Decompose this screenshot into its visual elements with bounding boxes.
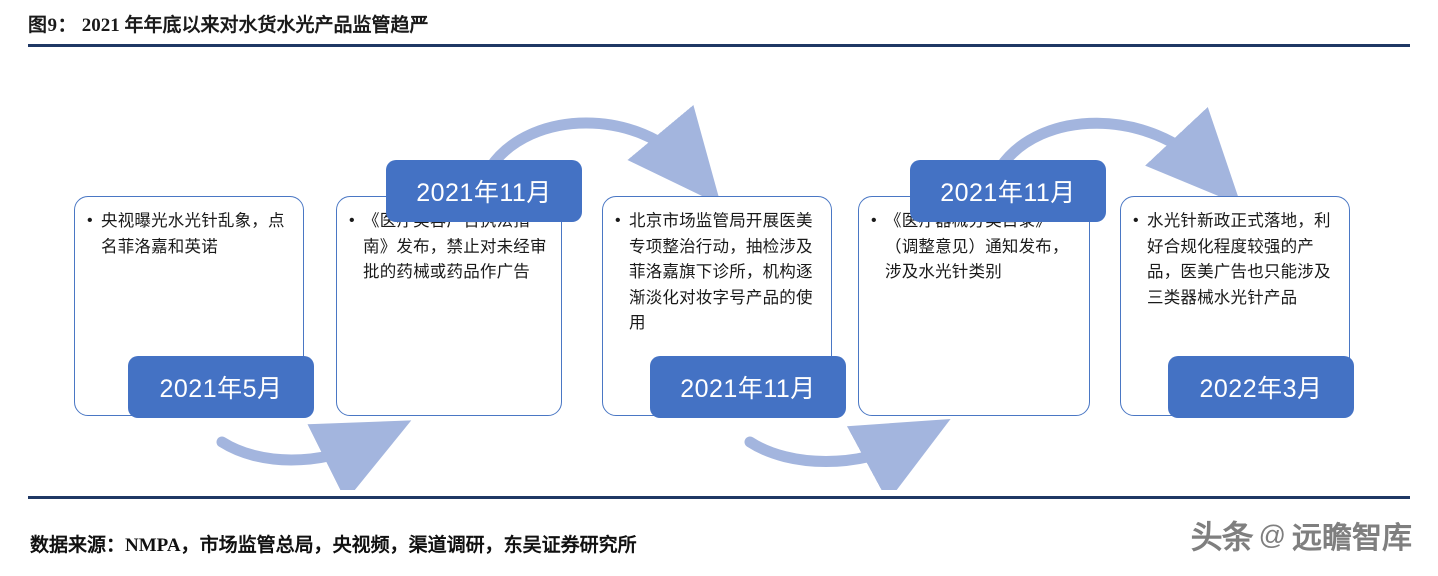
watermark-logo: 头条	[1190, 519, 1254, 555]
watermark-name: 远瞻智库	[1292, 522, 1412, 555]
figure-title-text: 2021 年年底以来对水货水光产品监管趋严	[81, 15, 429, 36]
timeline-card-5-text: 水光针新政正式落地，利好合规化程度较强的产品，医美广告也只能涉及三类器械水光针产…	[1133, 209, 1335, 311]
timeline-chip-2[interactable]: 2021年11月	[386, 160, 582, 222]
page-title: 图9： 2021 年年底以来对水货水光产品监管趋严	[28, 10, 1410, 37]
timeline-chip-5[interactable]: 2022年3月	[1168, 356, 1354, 418]
arrow-3	[744, 418, 951, 490]
watermark-at-icon: @	[1258, 519, 1286, 550]
source-divider-bottom	[28, 496, 1410, 499]
timeline-chip-4[interactable]: 2021年11月	[910, 160, 1106, 222]
figure-number: 图9：	[28, 15, 78, 36]
watermark: 头条 @ 远瞻智库	[1191, 512, 1412, 558]
timeline-card-1-text: 央视曝光水光针乱象，点名菲洛嘉和英诺	[87, 209, 289, 260]
timeline-chip-3[interactable]: 2021年11月	[650, 356, 846, 418]
arrow-1	[216, 420, 412, 490]
timeline-chip-1[interactable]: 2021年5月	[128, 356, 314, 418]
source-note: 数据来源：NMPA，市场监管总局，央视频，渠道调研，东吴证券研究所	[30, 535, 637, 556]
timeline-diagram: 央视曝光水光针乱象，点名菲洛嘉和英诺 《医疗美容广告执法指南》发布，禁止对未经审…	[0, 50, 1438, 490]
timeline-card-3-text: 北京市场监管局开展医美专项整治行动，抽检涉及菲洛嘉旗下诊所，机构逐渐淡化对妆字号…	[615, 209, 817, 337]
title-divider-top	[28, 44, 1410, 47]
timeline-card-4: 《医疗器械分类目录》（调整意见）通知发布，涉及水光针类别	[858, 196, 1090, 416]
timeline-card-2: 《医疗美容广告执法指南》发布，禁止对未经审批的药械或药品作广告	[336, 196, 562, 416]
